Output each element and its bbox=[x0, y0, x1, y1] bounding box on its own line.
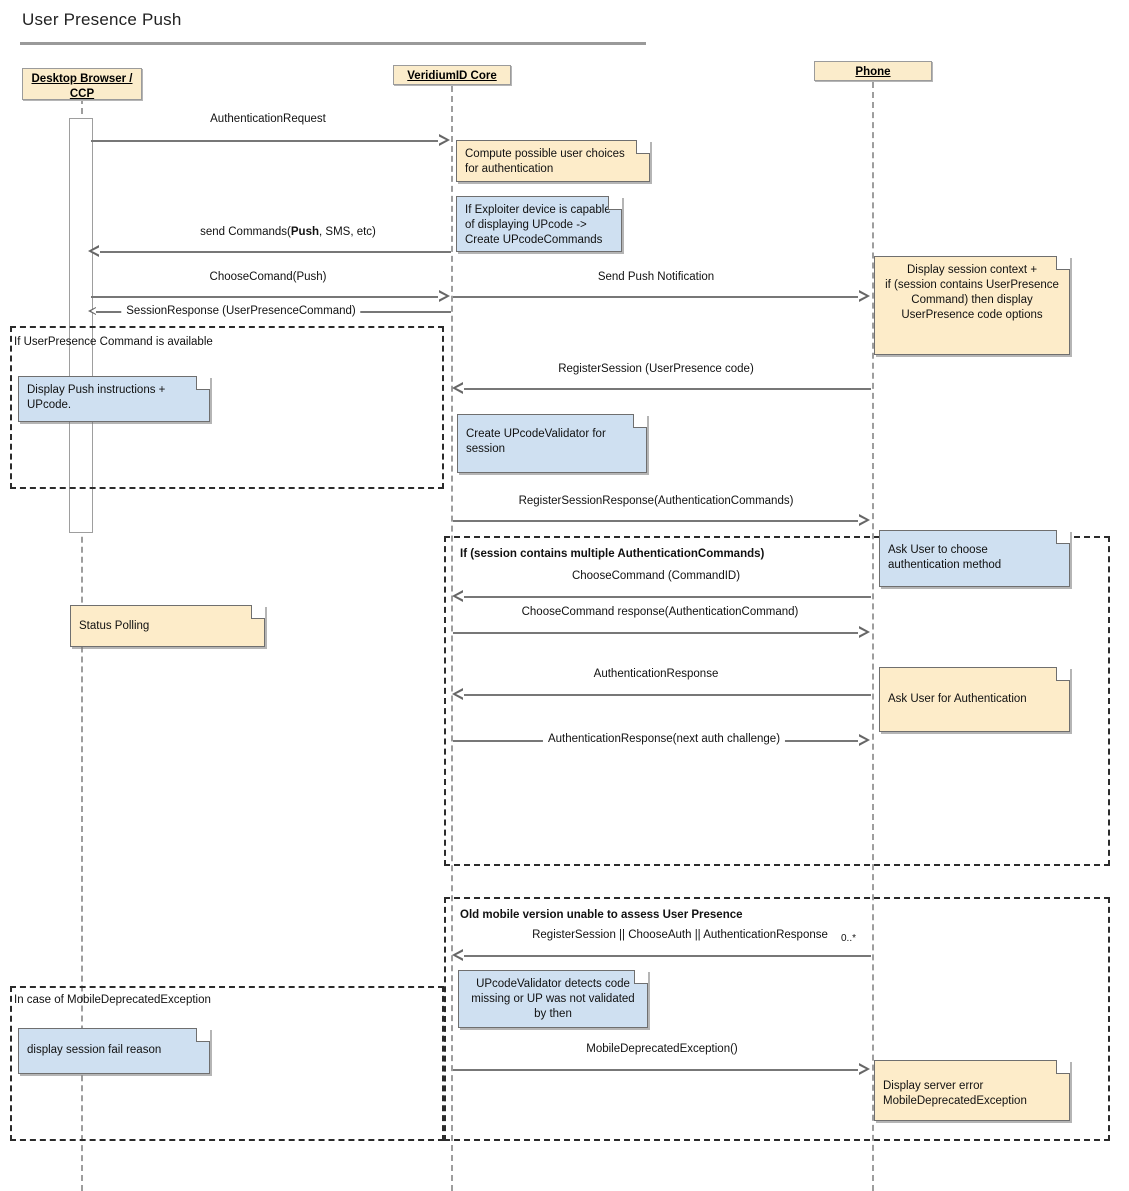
participant-veridiumid-core[interactable]: VeridiumID Core bbox=[393, 65, 511, 85]
message-multiplicity-0-star: 0..* bbox=[841, 933, 857, 944]
message-label-authentication-response-next: AuthenticationResponse(next auth challen… bbox=[542, 733, 786, 745]
note-display-session-fail-reason: display session fail reason bbox=[18, 1028, 210, 1074]
note-fold-icon bbox=[196, 1028, 210, 1042]
participant-label-core: VeridiumID Core bbox=[407, 70, 497, 82]
note-fold-icon bbox=[196, 376, 210, 390]
message-arrowhead-choose-comand-push bbox=[438, 290, 450, 302]
message-line-register-session bbox=[463, 388, 871, 390]
message-label-register-session-response: RegisterSessionResponse(AuthenticationCo… bbox=[518, 495, 794, 507]
note-fold-icon bbox=[636, 140, 650, 154]
lifeline-veridiumid-core bbox=[451, 86, 453, 1191]
page-title: User Presence Push bbox=[22, 10, 182, 29]
message-line-choose-command-response bbox=[453, 632, 861, 634]
message-label-choose-comand-push: ChooseComand(Push) bbox=[209, 271, 327, 283]
message-line-register-or-choose-or-auth bbox=[463, 955, 871, 957]
message-label-mobile-deprecated-exception: MobileDeprecatedException() bbox=[586, 1043, 738, 1055]
note-fold-icon bbox=[633, 414, 647, 428]
message-line-send-commands bbox=[99, 251, 451, 253]
note-text-exploiter-capable: If Exploiter device is capable of displa… bbox=[465, 204, 611, 246]
lifeline-phone bbox=[872, 82, 874, 1191]
note-display-server-error: Display server error MobileDeprecatedExc… bbox=[874, 1060, 1070, 1121]
message-arrowhead-register-session bbox=[452, 382, 464, 394]
note-fold-icon bbox=[634, 970, 648, 984]
message-arrowhead-register-session-response bbox=[858, 514, 870, 526]
note-text-compute-choices: Compute possible user choices for authen… bbox=[465, 148, 625, 175]
note-ask-user-choose-method: Ask User to choose authentication method bbox=[879, 530, 1070, 587]
note-text-upcode-validator-detects: UPcodeValidator detects code missing or … bbox=[471, 978, 635, 1020]
participant-desktop-browser[interactable]: Desktop Browser / CCP bbox=[22, 68, 142, 100]
note-text-display-session-context: Display session context + if (session co… bbox=[885, 264, 1059, 321]
message-label-choose-command-commandid: ChooseCommand (CommandID) bbox=[571, 570, 741, 582]
note-upcode-validator-detects: UPcodeValidator detects code missing or … bbox=[458, 970, 648, 1028]
message-arrowhead-authentication-response-next bbox=[858, 734, 870, 746]
note-display-session-context: Display session context + if (session co… bbox=[874, 256, 1070, 355]
note-fold-icon bbox=[251, 605, 265, 619]
message-line-authentication-response bbox=[463, 694, 871, 696]
note-text-display-push-instructions: Display Push instructions + UPcode. bbox=[27, 384, 166, 411]
note-fold-icon bbox=[1056, 1060, 1070, 1074]
title-divider bbox=[20, 42, 646, 45]
message-label-send-commands-bold: Push bbox=[290, 226, 320, 238]
message-line-authentication-request bbox=[91, 140, 441, 142]
message-arrowhead-choose-command-commandid bbox=[452, 590, 464, 602]
note-fold-icon bbox=[1056, 256, 1070, 270]
message-arrowhead-send-push-notification bbox=[858, 290, 870, 302]
fragment-up-available bbox=[10, 326, 444, 489]
message-label-choose-command-response: ChooseCommand response(AuthenticationCom… bbox=[521, 606, 799, 618]
note-text-ask-user-choose-method: Ask User to choose authentication method bbox=[888, 544, 1002, 571]
fragment-label-old-mobile-version: Old mobile version unable to assess User… bbox=[460, 909, 743, 921]
fragment-old-mobile-version bbox=[444, 897, 1110, 1141]
fragment-label-multiple-auth-commands: If (session contains multiple Authentica… bbox=[460, 548, 765, 560]
note-text-create-upcode-validator: Create UPcodeValidator for session bbox=[466, 428, 606, 455]
note-text-status-polling: Status Polling bbox=[79, 620, 150, 632]
message-arrowhead-send-commands bbox=[88, 245, 100, 257]
participant-label-line1: Desktop Browser / bbox=[31, 73, 133, 85]
fragment-multiple-auth-commands bbox=[444, 536, 1110, 866]
message-line-register-session-response bbox=[453, 520, 861, 522]
message-line-choose-command-commandid bbox=[463, 596, 871, 598]
message-label-send-commands-pre: send Commands( bbox=[200, 226, 291, 238]
note-create-upcode-validator: Create UPcodeValidator for session bbox=[457, 414, 647, 473]
message-arrowhead-session-response bbox=[88, 307, 96, 315]
message-label-session-response: SessionResponse (UserPresenceCommand) bbox=[121, 305, 361, 317]
note-text-display-server-error: Display server error MobileDeprecatedExc… bbox=[883, 1080, 1027, 1107]
note-status-polling: Status Polling bbox=[70, 605, 265, 647]
message-label-authentication-response: AuthenticationResponse bbox=[593, 668, 719, 680]
note-fold-icon bbox=[1056, 530, 1070, 544]
message-arrowhead-authentication-response bbox=[452, 688, 464, 700]
message-line-choose-comand-push bbox=[91, 296, 441, 298]
message-label-send-push-notification: Send Push Notification bbox=[597, 271, 715, 283]
message-arrowhead-mobile-deprecated-exception bbox=[858, 1063, 870, 1075]
note-fold-icon bbox=[608, 196, 622, 210]
message-label-authentication-request: AuthenticationRequest bbox=[210, 113, 326, 125]
note-text-ask-user-for-auth: Ask User for Authentication bbox=[888, 693, 1027, 705]
message-line-mobile-deprecated-exception bbox=[453, 1069, 861, 1071]
note-compute-choices: Compute possible user choices for authen… bbox=[456, 140, 650, 182]
message-arrowhead-register-or-choose-or-auth bbox=[452, 949, 464, 961]
note-text-display-session-fail-reason: display session fail reason bbox=[27, 1044, 162, 1056]
message-arrowhead-choose-command-response bbox=[858, 626, 870, 638]
message-label-send-commands: send Commands(Push, SMS, etc) bbox=[200, 226, 376, 238]
note-exploiter-capable: If Exploiter device is capable of displa… bbox=[456, 196, 622, 252]
message-label-register-session: RegisterSession (UserPresence code) bbox=[558, 363, 754, 375]
note-display-push-instructions: Display Push instructions + UPcode. bbox=[18, 376, 210, 422]
fragment-label-mobile-deprecated-exception: In case of MobileDeprecatedException bbox=[14, 994, 211, 1006]
activation-bar-desktop-browser bbox=[69, 118, 93, 533]
message-label-register-or-choose-or-auth: RegisterSession || ChooseAuth || Authent… bbox=[532, 929, 828, 941]
participant-label-phone: Phone bbox=[855, 66, 891, 78]
participant-label-line2: CCP bbox=[69, 88, 95, 100]
participant-phone[interactable]: Phone bbox=[814, 61, 932, 81]
message-line-send-push-notification bbox=[453, 296, 861, 298]
fragment-mobile-deprecated-exception bbox=[10, 986, 444, 1141]
message-label-send-commands-post: , SMS, etc) bbox=[319, 226, 376, 238]
note-ask-user-for-auth: Ask User for Authentication bbox=[879, 667, 1070, 732]
fragment-label-up-available: If UserPresence Command is available bbox=[14, 336, 213, 348]
note-fold-icon bbox=[1056, 667, 1070, 681]
message-arrowhead-authentication-request bbox=[438, 134, 450, 146]
